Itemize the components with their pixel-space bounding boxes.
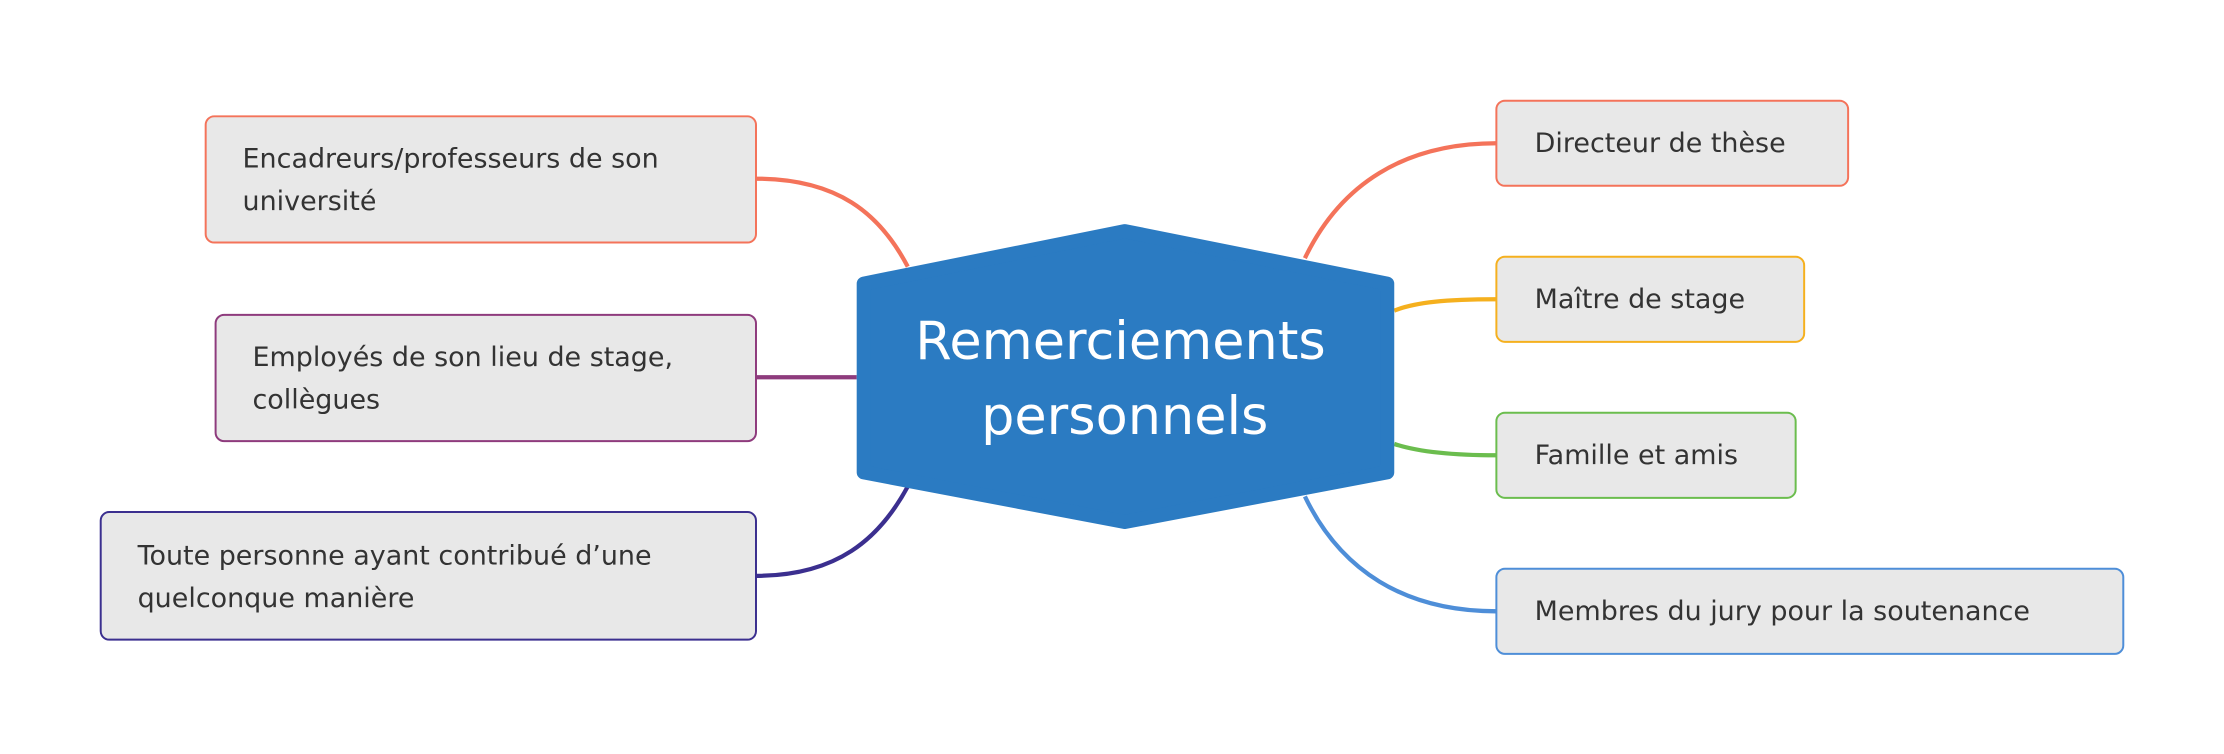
connector-left-3: [755, 485, 910, 578]
topic-label: Encadreurs/professeurs de son: [243, 143, 659, 174]
connector-right-4: [1302, 495, 1497, 614]
connector-left-1: [755, 176, 910, 268]
central-topic-line1: Remerciements: [915, 311, 1325, 372]
topic-membres-jury[interactable]: Membres du jury pour la soutenance: [1495, 567, 2125, 655]
central-topic[interactable]: Remerciements personnels: [856, 224, 1395, 530]
connector-right-1: [1302, 141, 1497, 260]
topic-label: université: [243, 186, 377, 217]
topic-label: Maître de stage: [1535, 284, 1745, 315]
topic-famille[interactable]: Famille et amis: [1495, 411, 1797, 499]
topic-label: Toute personne ayant contribué d’une: [137, 541, 652, 572]
topic-label: Directeur de thèse: [1535, 128, 1786, 159]
topic-maitre-de-stage[interactable]: Maître de stage: [1495, 255, 1806, 343]
connector-right-2: [1393, 297, 1497, 313]
topic-label: Famille et amis: [1535, 440, 1738, 471]
central-hexagon: [856, 224, 1395, 530]
connector-right-3: [1393, 441, 1497, 458]
central-topic-line2: personnels: [981, 386, 1268, 447]
topic-employes[interactable]: Employés de son lieu de stage, collègues: [214, 313, 757, 443]
topic-label: quelconque manière: [138, 583, 415, 614]
topic-encadreurs[interactable]: Encadreurs/professeurs de son université: [204, 115, 757, 244]
topic-label: Membres du jury pour la soutenance: [1535, 596, 2030, 627]
topic-label: Employés de son lieu de stage,: [252, 342, 673, 373]
topic-label: collègues: [252, 384, 380, 415]
topic-toute-personne[interactable]: Toute personne ayant contribué d’une que…: [99, 511, 757, 641]
topic-directeur[interactable]: Directeur de thèse: [1495, 99, 1850, 187]
